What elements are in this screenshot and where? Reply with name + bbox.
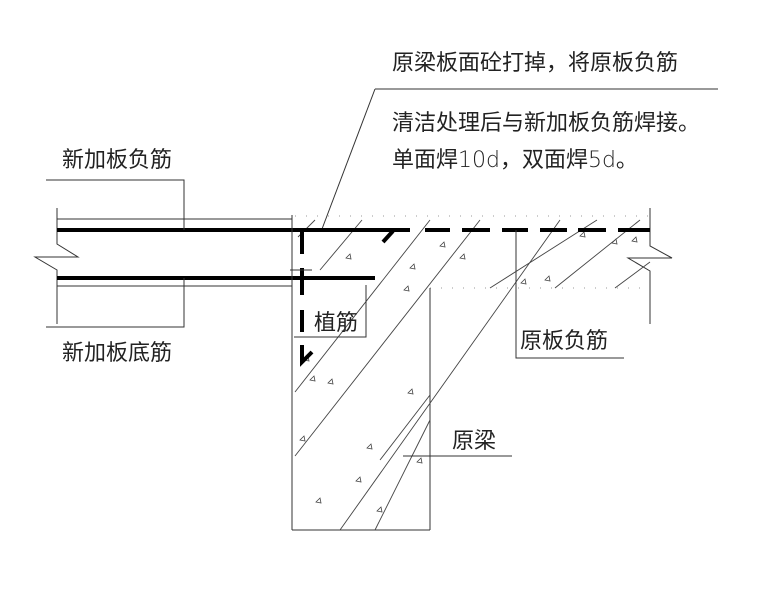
label-planted-rebar: 植筋 — [314, 311, 358, 336]
aggregate-marks — [299, 231, 638, 513]
new-bottom-rebar-leader — [46, 278, 185, 328]
planted-rebar — [290, 231, 314, 367]
concrete-hatch — [294, 219, 651, 531]
new-top-rebar-leader — [46, 179, 185, 230]
original-concrete — [291, 208, 673, 531]
note-line-3: 单面焊10d，双面焊5d。 — [392, 148, 638, 173]
label-new-top-rebar: 新加板负筋 — [62, 148, 172, 173]
label-original-slab-rebar: 原板负筋 — [520, 329, 608, 354]
note-leader-line — [321, 88, 376, 230]
label-original-beam: 原梁 — [452, 429, 496, 454]
note-line-1: 原梁板面砼打掉，将原板负筋 — [392, 51, 678, 76]
original-slab-rebar-leader — [515, 230, 624, 359]
original-slab-rebar — [295, 228, 650, 244]
new-slab — [33, 208, 292, 324]
label-new-bottom-rebar: 新加板底筋 — [62, 341, 172, 366]
note-line-2: 清洁处理后与新加板负筋焊接。 — [392, 111, 700, 136]
planted-rebar-leader — [294, 285, 367, 338]
